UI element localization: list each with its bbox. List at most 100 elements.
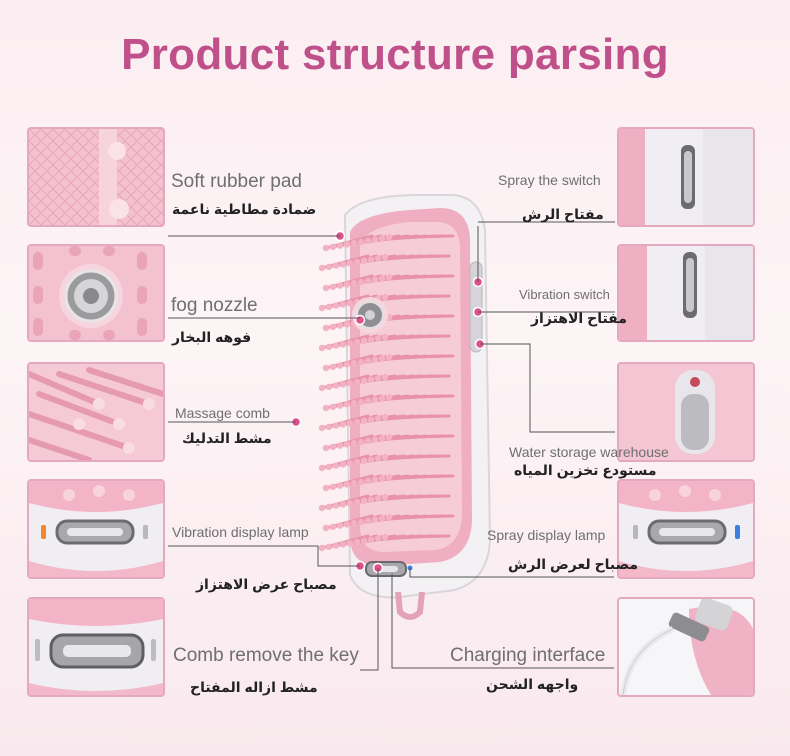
- bristle-tip: [339, 501, 347, 508]
- bristle: [387, 434, 455, 439]
- bristle-tip: [381, 494, 389, 501]
- thumbnail-spray-lamp: [617, 479, 755, 579]
- vibration-lamp-image: [29, 481, 163, 577]
- bristle-tip: [374, 455, 382, 462]
- bristle-tip: [325, 543, 333, 550]
- bristle-tip: [329, 523, 337, 530]
- bristle-tip: [329, 483, 337, 490]
- bristle-tip: [353, 338, 361, 346]
- label-fog-nozzle: fog nozzle: [171, 295, 258, 316]
- label-comb-remove-key: Comb remove the key: [173, 645, 359, 666]
- bristle-tip: [329, 363, 337, 370]
- label-spray-switch: Spray the switch: [498, 172, 601, 188]
- label-charging-interface: Charging interface: [450, 645, 606, 666]
- bristle-tip: [353, 498, 361, 506]
- bristle-tip: [336, 282, 344, 289]
- bristle-tip: [350, 280, 358, 287]
- bristle-tip: [318, 544, 326, 552]
- bristle-tip: [360, 497, 368, 504]
- bristle: [383, 454, 451, 459]
- bristle-tip: [322, 484, 330, 492]
- bristle-tip: [318, 264, 326, 272]
- bristle-tip: [339, 461, 347, 468]
- massage-comb-image: [29, 364, 163, 460]
- bristle-tip: [360, 537, 368, 544]
- remove-key-image: [29, 599, 163, 695]
- bristle: [387, 314, 455, 319]
- bristle-tip: [364, 277, 372, 284]
- bristle-tip: [339, 301, 347, 308]
- bristle-tip: [385, 354, 393, 361]
- bristle-tip: [343, 361, 351, 368]
- bristle-tip: [336, 362, 344, 369]
- bristle-tip: [336, 402, 344, 409]
- bristle-tip: [346, 260, 354, 267]
- bristle-tip: [336, 242, 344, 249]
- bristle-tip: [385, 234, 393, 241]
- bristle-tip: [381, 534, 389, 541]
- bristle-tip: [325, 503, 333, 510]
- bristle-tip: [374, 335, 382, 342]
- label-vibration-display-lamp-ar: مصباح عرض الاهتزاز: [196, 576, 337, 592]
- bristle-tip: [329, 443, 337, 450]
- bristle-tip: [357, 518, 365, 526]
- bristle-tip: [364, 477, 372, 484]
- label-vibration-switch-ar: مفتاح الاهتزاز: [531, 310, 627, 326]
- bristle-tip: [336, 322, 344, 329]
- label-soft-rubber-pad: Soft rubber pad: [171, 171, 302, 192]
- bristle-tip: [353, 538, 361, 546]
- bristle-tip: [357, 238, 365, 246]
- bristle-tip: [357, 438, 365, 446]
- bristle-tip: [346, 460, 354, 467]
- bristle-tip: [332, 462, 340, 469]
- bristle-tip: [318, 424, 326, 432]
- bristle-tip: [374, 415, 382, 422]
- bristle-tip: [381, 334, 389, 341]
- bristle-tip: [381, 254, 389, 261]
- bristle-tip: [367, 376, 375, 383]
- bristle-tip: [367, 456, 375, 463]
- bristle: [383, 254, 451, 259]
- bristle-tip: [360, 377, 368, 384]
- bristle-tip: [325, 303, 333, 310]
- bristle-tip: [318, 344, 326, 352]
- bristle-tip: [378, 435, 386, 442]
- vibration-switch-image: [619, 246, 753, 340]
- bristle-tip: [350, 480, 358, 487]
- bristle-tip: [360, 417, 368, 424]
- thumbnail-rubber-pad: [27, 127, 165, 227]
- bristle-tip: [339, 341, 347, 348]
- label-soft-rubber-pad-ar: ضمادة مطاطية ناعمة: [172, 201, 317, 217]
- bristle-tip: [322, 444, 330, 452]
- bristle-tip: [378, 395, 386, 402]
- bristle-tip: [346, 540, 354, 547]
- bristle-tip: [343, 481, 351, 488]
- bristle-tip: [322, 404, 330, 412]
- bristle-tip: [360, 337, 368, 344]
- bristle-tip: [332, 542, 340, 549]
- rubber-pad: [360, 222, 462, 552]
- bristle-tip: [385, 474, 393, 481]
- bristle-tip: [357, 278, 365, 286]
- bristle-tip: [325, 343, 333, 350]
- charging-port-image: [619, 599, 753, 695]
- bristle-tip: [332, 342, 340, 349]
- bristle-tip: [350, 440, 358, 447]
- bristles: [318, 234, 455, 552]
- label-vibration-switch: Vibration switch: [519, 287, 610, 302]
- label-comb-remove-key-ar: مشط ازاله المفتاح: [190, 679, 318, 695]
- bristle-tip: [381, 294, 389, 301]
- bristle: [387, 354, 455, 359]
- leader-water-storage: [480, 343, 615, 433]
- bristle-tip: [332, 382, 340, 389]
- bristle-tip: [378, 475, 386, 482]
- spray-lamp-image: [619, 481, 753, 577]
- bristle-tip: [357, 358, 365, 366]
- page-title: Product structure parsing: [121, 30, 669, 79]
- bristle-tip: [332, 302, 340, 309]
- bristle-tip: [343, 241, 351, 248]
- bristle-tip: [336, 442, 344, 449]
- bristle-tip: [378, 515, 386, 522]
- bristle-tip: [371, 356, 379, 363]
